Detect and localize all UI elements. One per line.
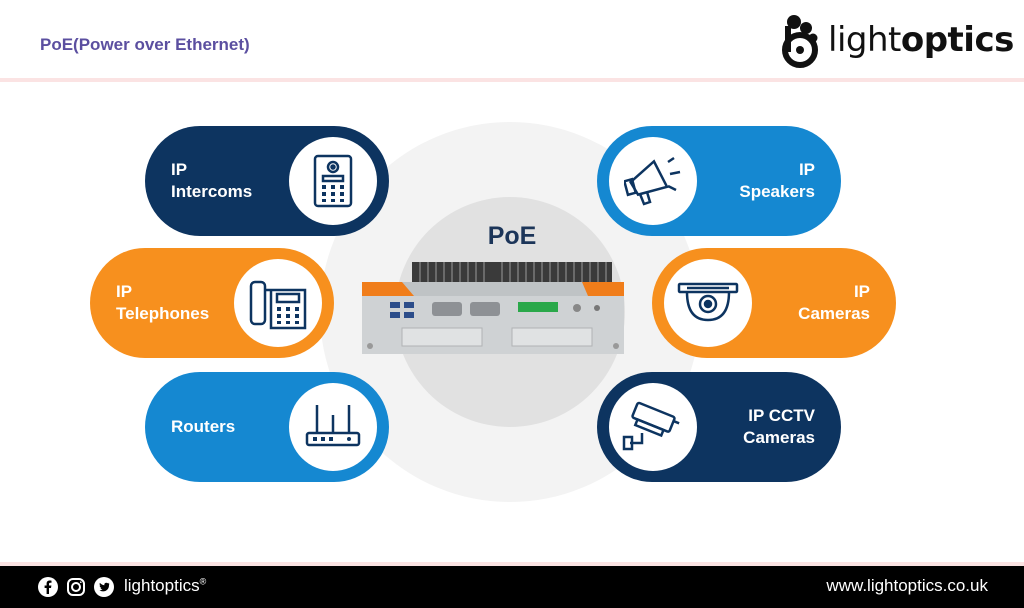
pill-ip-speakers: IP Speakers bbox=[597, 126, 841, 236]
footer-brand: lightoptics® bbox=[124, 576, 206, 596]
lightoptics-logo[interactable]: lightoptics bbox=[780, 12, 1014, 68]
logo-text-bold: optics bbox=[900, 20, 1015, 60]
poe-switch-device-icon bbox=[362, 262, 624, 354]
footer-website-link[interactable]: www.lightoptics.co.uk bbox=[826, 576, 988, 595]
facebook-icon[interactable] bbox=[38, 577, 58, 597]
icon-circle-telephone bbox=[234, 259, 322, 347]
cctv-camera-icon bbox=[622, 401, 680, 451]
intercom-icon bbox=[313, 154, 353, 208]
pill-label-ip-intercoms: IP Intercoms bbox=[171, 160, 253, 201]
icon-circle-dome-camera bbox=[664, 259, 752, 347]
footer bbox=[0, 566, 1024, 608]
footer-brand-text: lightoptics bbox=[124, 576, 200, 595]
pill-label-ip-cctv-cameras: IP CCTV Cameras bbox=[743, 406, 815, 447]
pill-label-ip-speakers: IP Speakers bbox=[739, 160, 815, 201]
twitter-icon[interactable] bbox=[94, 577, 114, 597]
pill-label-ip-cameras: IP Cameras bbox=[798, 282, 870, 323]
lightoptics-logo-mark-icon bbox=[782, 15, 818, 68]
social-links bbox=[38, 577, 114, 597]
header: PoE(Power over Ethernet) lightoptics bbox=[0, 0, 1024, 80]
pill-label-ip-telephones: IP Telephones bbox=[116, 282, 210, 323]
footer-divider bbox=[0, 562, 1024, 566]
pill-routers: Routers bbox=[145, 372, 389, 482]
icon-circle-cctv-camera bbox=[609, 383, 697, 471]
logo-text-light: light bbox=[828, 20, 901, 60]
pill-label-routers: Routers bbox=[171, 417, 236, 436]
pill-ip-cctv-cameras: IP CCTV Cameras bbox=[597, 372, 841, 482]
instagram-icon[interactable] bbox=[66, 577, 86, 597]
speaker-icon bbox=[624, 156, 681, 206]
dome-camera-icon bbox=[677, 282, 739, 322]
router-icon bbox=[305, 405, 361, 447]
page-title: PoE(Power over Ethernet) bbox=[40, 35, 250, 54]
poe-center-label: PoE bbox=[487, 222, 537, 250]
icon-circle-speaker bbox=[609, 137, 697, 225]
pill-ip-cameras: IP Cameras bbox=[652, 248, 896, 358]
pill-ip-intercoms: IP Intercoms bbox=[145, 126, 389, 236]
icon-circle-router bbox=[289, 383, 377, 471]
pill-ip-telephones: IP Telephones bbox=[90, 248, 334, 358]
telephone-icon bbox=[249, 280, 307, 330]
logo-text: lightoptics bbox=[828, 20, 1014, 60]
icon-circle-intercom bbox=[289, 137, 377, 225]
poe-diagram: PoE bbox=[0, 82, 1024, 562]
footer-brand-registered: ® bbox=[199, 576, 207, 587]
header-divider bbox=[0, 78, 1024, 82]
